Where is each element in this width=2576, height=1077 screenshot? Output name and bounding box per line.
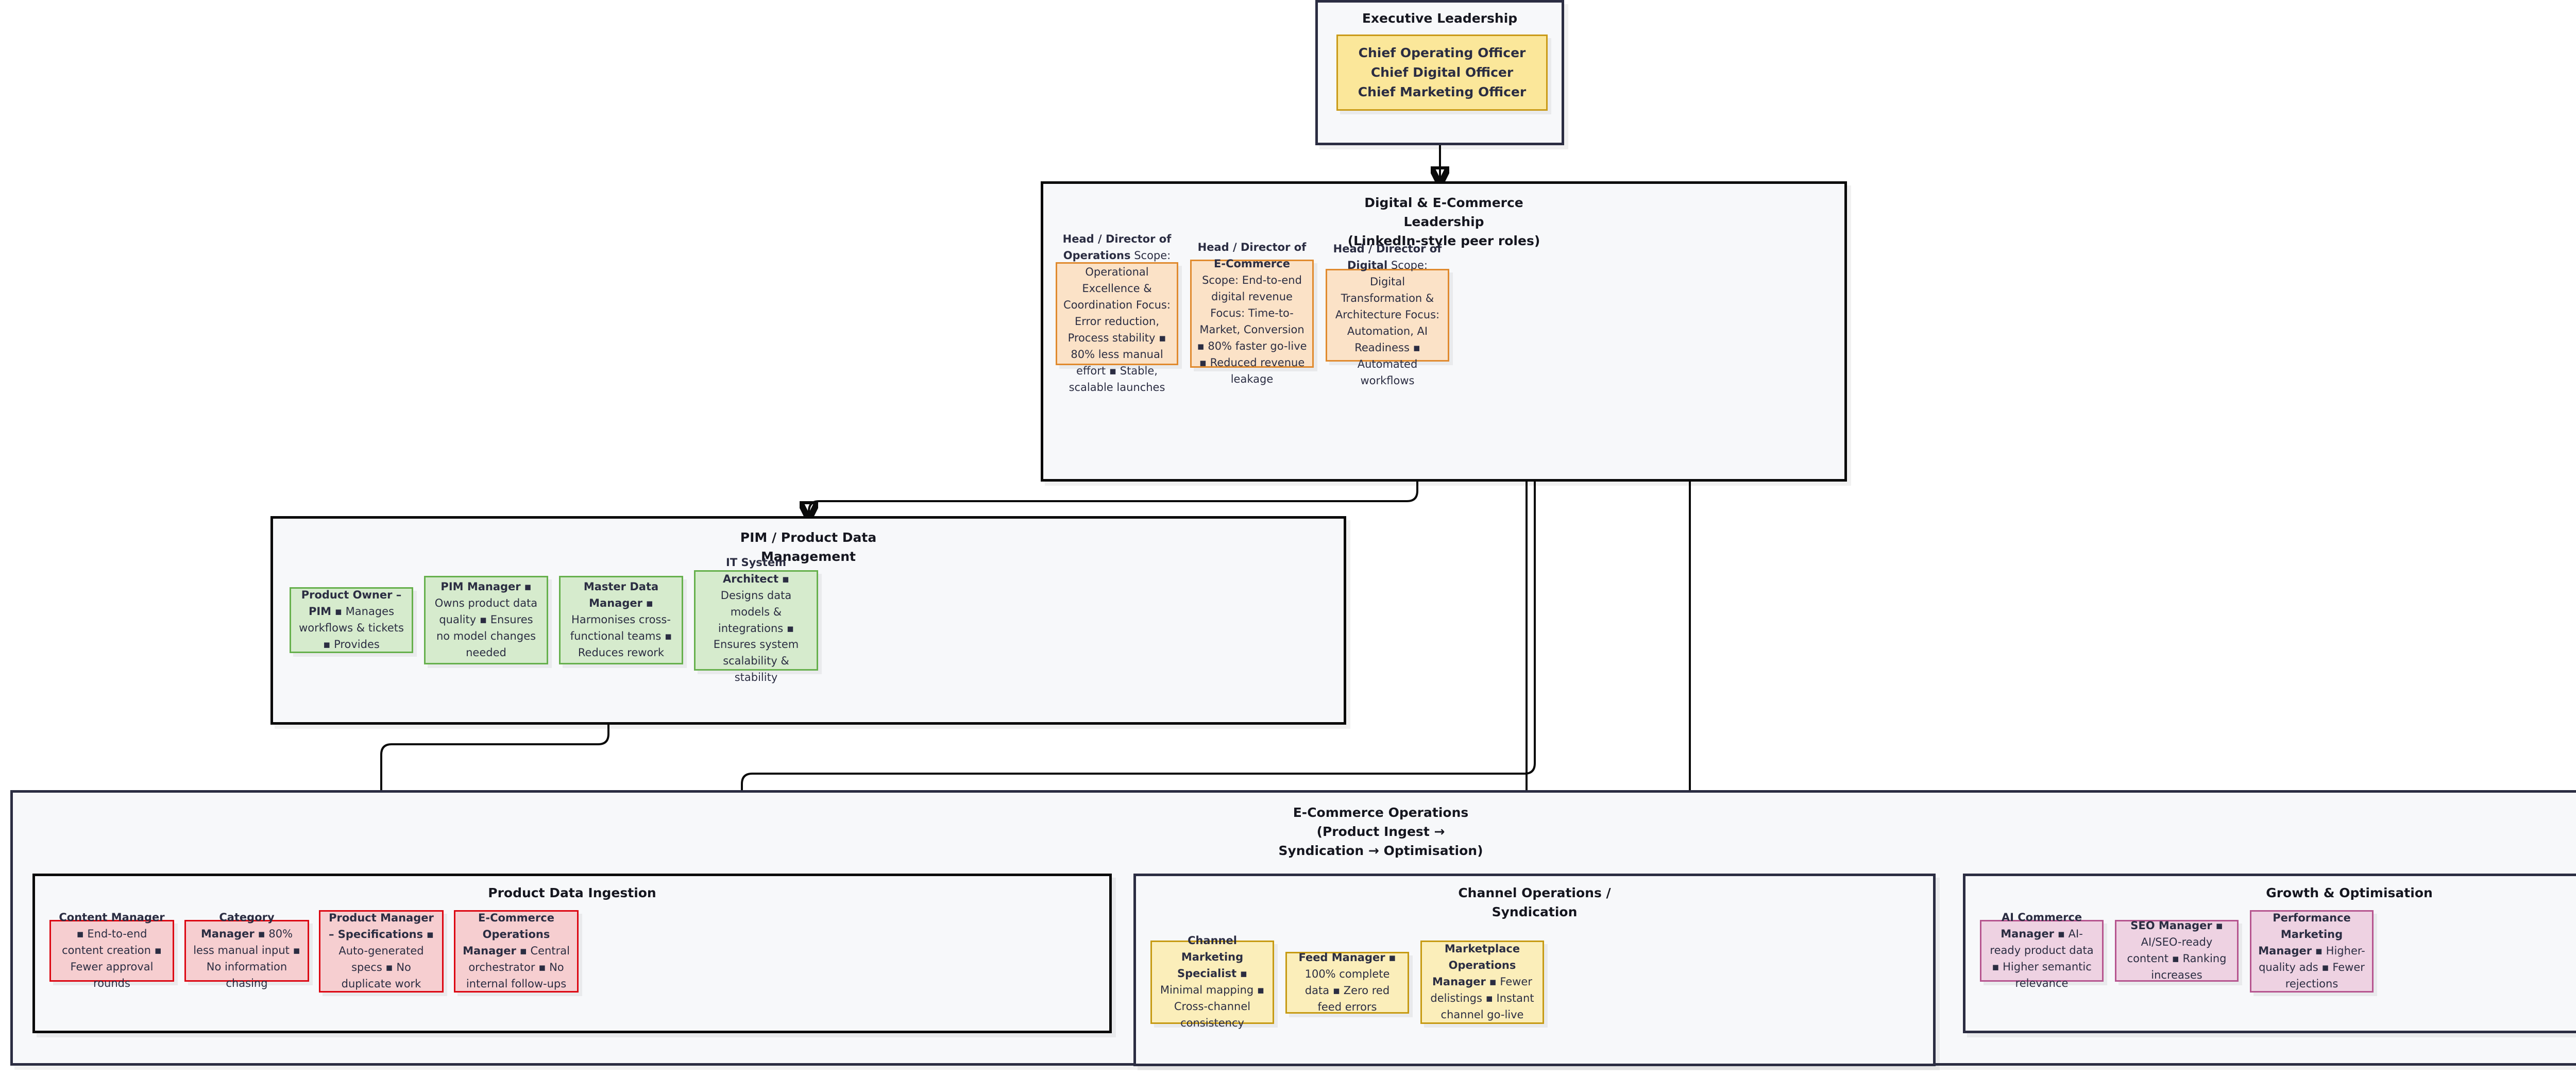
- executive-roles-text: Chief Operating Officer Chief Digital Of…: [1358, 45, 1527, 99]
- role-text: Content Manager ▪ End-to-end content cre…: [59, 911, 165, 989]
- product-data-ingestion-group: Product Data Ingestion Content Manager ▪…: [32, 874, 1112, 1033]
- role-card-content-manager[interactable]: Content Manager ▪ End-to-end content cre…: [49, 911, 174, 989]
- role-text: Head / Director of Operations Scope: Ope…: [1062, 233, 1172, 394]
- role-card-ecommerce-operations-manager[interactable]: E-Commerce Operations Manager ▪ Central …: [454, 910, 579, 993]
- product-data-ingestion-title: Product Data Ingestion: [488, 885, 656, 900]
- role-card-feed-manager[interactable]: Feed Manager ▪ 100% complete data ▪ Zero…: [1285, 951, 1409, 1014]
- ecommerce-operations-group: E-Commerce Operations (Product Ingest → …: [10, 790, 2576, 1066]
- role-text: Product Owner – PIM ▪ Manages workflows …: [299, 589, 404, 651]
- role-text: Head / Director of Digital Scope: Digita…: [1333, 243, 1442, 387]
- executive-leadership-group: Executive Leadership Chief Operating Off…: [1315, 0, 1564, 145]
- digital-leadership-group: Digital & E-Commerce Leadership (LinkedI…: [1041, 181, 1847, 482]
- channel-operations-title: Channel Operations / Syndication: [1458, 885, 1611, 919]
- executive-leadership-title: Executive Leadership: [1362, 11, 1518, 26]
- growth-optimisation-group: Growth & Optimisation AI Commerce Manage…: [1963, 874, 2576, 1033]
- pim-product-data-management-group: PIM / Product Data Management Product Ow…: [270, 516, 1346, 725]
- role-text: Channel Marketing Specialist ▪ Minimal m…: [1160, 934, 1265, 1029]
- role-card-seo-manager[interactable]: SEO Manager ▪ AI/SEO-ready content ▪ Ran…: [2115, 919, 2239, 982]
- role-card-pim-manager[interactable]: PIM Manager ▪ Owns product data quality …: [424, 576, 548, 664]
- role-card-category-manager[interactable]: Category Manager ▪ 80% less manual input…: [184, 911, 309, 989]
- role-text: Head / Director of E-Commerce Scope: End…: [1197, 241, 1307, 385]
- ecommerce-operations-title: E-Commerce Operations (Product Ingest → …: [1278, 805, 1483, 858]
- role-text: Marketplace Operations Manager ▪ Fewer d…: [1430, 943, 1534, 1021]
- role-text: Master Data Manager ▪ Harmonises cross-f…: [570, 580, 672, 659]
- wire-digital-to-pim: [809, 482, 1418, 515]
- role-text: E-Commerce Operations Manager ▪ Central …: [463, 912, 570, 990]
- role-card-channel-marketing-specialist[interactable]: Channel Marketing Specialist ▪ Minimal m…: [1150, 934, 1274, 1029]
- role-text: Product Manager – Specifications ▪ Auto-…: [328, 912, 434, 990]
- role-card-head-operations[interactable]: Head / Director of Operations Scope: Ope…: [1056, 233, 1178, 394]
- role-text: SEO Manager ▪ AI/SEO-ready content ▪ Ran…: [2127, 919, 2227, 981]
- role-card-head-digital[interactable]: Head / Director of Digital Scope: Digita…: [1326, 243, 1449, 387]
- role-text: Performance Marketing Manager ▪ Higher-q…: [2258, 912, 2365, 990]
- role-card-master-data-manager[interactable]: Master Data Manager ▪ Harmonises cross-f…: [559, 576, 683, 664]
- role-text: Feed Manager ▪ 100% complete data ▪ Zero…: [1298, 951, 1396, 1013]
- role-card-product-owner-pim[interactable]: Product Owner – PIM ▪ Manages workflows …: [290, 587, 413, 653]
- role-card-marketplace-operations-manager[interactable]: Marketplace Operations Manager ▪ Fewer d…: [1420, 941, 1544, 1024]
- channel-operations-group: Channel Operations / Syndication Channel…: [1133, 874, 1936, 1066]
- role-card-it-system-architect[interactable]: IT System Architect ▪ Designs data model…: [694, 556, 818, 683]
- role-text: IT System Architect ▪ Designs data model…: [713, 556, 799, 684]
- role-text: Category Manager ▪ 80% less manual input…: [193, 911, 300, 989]
- role-text: PIM Manager ▪ Owns product data quality …: [434, 580, 538, 659]
- role-text: AI Commerce Manager ▪ AI-ready product d…: [1990, 911, 2094, 989]
- role-card-ai-commerce-manager[interactable]: AI Commerce Manager ▪ AI-ready product d…: [1980, 911, 2104, 989]
- executive-roles-card[interactable]: Chief Operating Officer Chief Digital Of…: [1336, 35, 1548, 111]
- role-card-head-ecommerce[interactable]: Head / Director of E-Commerce Scope: End…: [1190, 241, 1314, 385]
- growth-optimisation-title: Growth & Optimisation: [2266, 885, 2433, 900]
- role-card-product-manager-specifications[interactable]: Product Manager – Specifications ▪ Auto-…: [319, 910, 444, 993]
- role-card-performance-marketing-manager[interactable]: Performance Marketing Manager ▪ Higher-q…: [2250, 910, 2374, 993]
